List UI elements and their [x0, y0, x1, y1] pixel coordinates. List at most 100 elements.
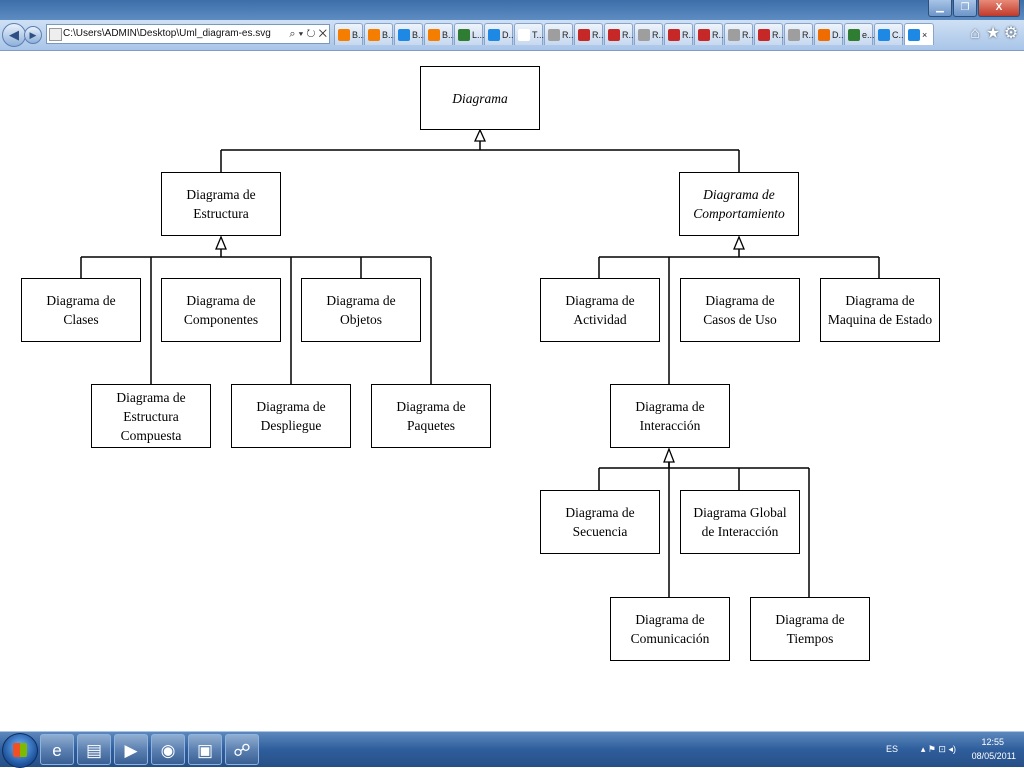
browser-tab[interactable]: C...: [874, 23, 906, 45]
language-indicator[interactable]: ES: [885, 744, 898, 754]
chart-icon: [818, 28, 830, 41]
clock-date[interactable]: 08/05/2011: [971, 751, 1016, 761]
tab-label: R...: [802, 29, 817, 40]
box-casos-de-uso: Diagrama de Casos de Uso: [680, 278, 800, 342]
loading-icon: [788, 28, 800, 41]
browser-tab[interactable]: D...: [814, 23, 847, 45]
grid-icon: [578, 28, 590, 41]
box-interaccion: Diagrama de Interacción: [610, 384, 730, 448]
restore-button[interactable]: ❐: [953, 0, 977, 17]
settings-gear-icon[interactable]: ⚙: [1003, 25, 1019, 42]
box-objetos: Diagrama de Objetos: [301, 278, 421, 342]
address-bar[interactable]: C:\Users\ADMIN\Desktop\Uml_diagram-es.sv…: [46, 24, 330, 44]
start-button[interactable]: [2, 733, 38, 768]
tab-label: R...: [622, 29, 637, 40]
chart-icon: [848, 28, 860, 41]
tab-label: B...: [442, 29, 456, 40]
browser-tab[interactable]: R...: [634, 23, 667, 45]
browser-tab[interactable]: L...: [454, 23, 485, 45]
forward-button[interactable]: ▶: [24, 26, 42, 44]
blogger-icon: [338, 28, 350, 41]
ie-icon: [908, 28, 920, 41]
grid-icon: [758, 28, 770, 41]
browser-tab[interactable]: R...: [724, 23, 757, 45]
browser-tab[interactable]: R...: [574, 23, 607, 45]
ie-taskbar-icon[interactable]: e: [40, 734, 74, 765]
page-favicon-icon: [49, 28, 62, 41]
box-global-interaccion: Diagrama Global de Interacción: [680, 490, 800, 554]
ie-icon: [398, 28, 410, 41]
browser-tab[interactable]: ×: [904, 23, 934, 45]
network-taskbar-icon[interactable]: ☍: [225, 734, 259, 765]
box-diagrama: Diagrama: [420, 66, 540, 130]
favorites-star-icon[interactable]: ★: [985, 25, 1001, 42]
tab-strip: B...B...B...B...L...D...T...R...R...R...…: [334, 23, 935, 47]
close-tab-icon[interactable]: ×: [922, 29, 928, 40]
grid-icon: [698, 28, 710, 41]
browser-toolbar: ⌂ ★ ⚙: [966, 24, 1020, 44]
page-icon: [518, 28, 530, 41]
browser-tab[interactable]: R...: [664, 23, 697, 45]
browser-tab[interactable]: R...: [604, 23, 637, 45]
box-comunicacion: Diagrama de Comunicación: [610, 597, 730, 661]
browser-tab[interactable]: R...: [544, 23, 577, 45]
windows-logo-icon: [13, 743, 27, 757]
tab-label: R...: [772, 29, 787, 40]
clock-time[interactable]: 12:55: [981, 737, 1004, 747]
box-componentes: Diagrama de Componentes: [161, 278, 281, 342]
generalization-arrow-icon: [733, 235, 745, 250]
minimize-button[interactable]: ▁: [928, 0, 952, 17]
browser-tab[interactable]: B...: [334, 23, 366, 45]
tab-label: D...: [502, 29, 517, 40]
tab-label: B...: [412, 29, 426, 40]
browser-tab[interactable]: B...: [394, 23, 426, 45]
explorer-taskbar-icon[interactable]: ▤: [77, 734, 111, 765]
office-taskbar-icon[interactable]: ▣: [188, 734, 222, 765]
browser-tab[interactable]: R...: [694, 23, 726, 45]
close-window-button[interactable]: X: [978, 0, 1020, 17]
tab-label: R...: [562, 29, 577, 40]
generalization-arrow-icon: [215, 235, 227, 250]
browser-tab[interactable]: R...: [754, 23, 787, 45]
back-button[interactable]: ◀: [2, 23, 26, 47]
browser-tab[interactable]: e...: [844, 23, 875, 45]
box-comportamiento: Diagrama de Comportamiento: [679, 172, 799, 236]
box-actividad: Diagrama de Actividad: [540, 278, 660, 342]
tab-label: R...: [682, 29, 697, 40]
ie-icon: [878, 28, 890, 41]
generalization-arrow-icon: [663, 447, 675, 463]
browser-tab[interactable]: B...: [424, 23, 456, 45]
tray-icons[interactable]: ▴ ⚑ ⊡ ◂): [920, 744, 956, 754]
media-center-taskbar-icon[interactable]: ◉: [151, 734, 185, 765]
tab-label: R...: [592, 29, 607, 40]
box-tiempos: Diagrama de Tiempos: [750, 597, 870, 661]
box-despliegue: Diagrama de Despliegue: [231, 384, 351, 448]
tab-label: R...: [652, 29, 667, 40]
box-maquina-de-estado: Diagrama de Maquina de Estado: [820, 278, 940, 342]
loading-icon: [638, 28, 650, 41]
browser-tab[interactable]: B...: [364, 23, 396, 45]
browser-navbar: ◀ ▶ C:\Users\ADMIN\Desktop\Uml_diagram-e…: [0, 20, 1024, 51]
tab-label: L...: [472, 29, 485, 40]
tab-label: D...: [832, 29, 847, 40]
browser-tab[interactable]: R...: [784, 23, 817, 45]
tab-label: T...: [532, 29, 545, 40]
box-estructura-compuesta: Diagrama de Estructura Compuesta: [91, 384, 211, 448]
browser-tab[interactable]: T...: [514, 23, 545, 45]
taskbar: e▤▶◉▣☍ ES ▴ ⚑ ⊡ ◂) 12:55 08/05/2011: [0, 731, 1024, 768]
address-tools[interactable]: ⌕ ▾ ↻ ✕: [289, 28, 327, 40]
window-controls: ▁ ❐ X: [927, 0, 1020, 18]
browser-tab[interactable]: D...: [484, 23, 517, 45]
grid-icon: [668, 28, 680, 41]
blogger-icon: [368, 28, 380, 41]
blogger-icon: [428, 28, 440, 41]
tab-label: e...: [862, 29, 875, 40]
tab-label: B...: [352, 29, 366, 40]
chart-icon: [458, 28, 470, 41]
diagram-connectors: [80, 128, 880, 597]
home-icon[interactable]: ⌂: [970, 25, 980, 42]
ie-icon: [488, 28, 500, 41]
box-secuencia: Diagrama de Secuencia: [540, 490, 660, 554]
tab-label: R...: [742, 29, 757, 40]
media-player-taskbar-icon[interactable]: ▶: [114, 734, 148, 765]
